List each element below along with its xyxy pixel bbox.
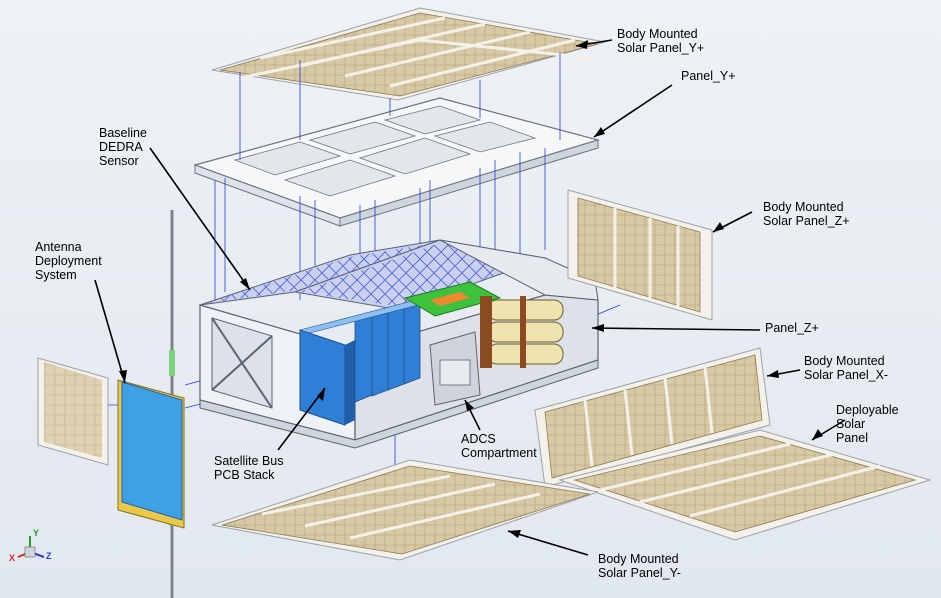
label-body-solar-panel-x-minus: Body Mounted Solar Panel_X-: [804, 354, 889, 382]
label-panel-z-plus: Panel_Z+: [765, 321, 819, 335]
axis-triad-icon: [17, 536, 45, 558]
axis-z-label: Z: [46, 551, 52, 561]
label-body-solar-panel-z-plus: Body Mounted Solar Panel_Z+: [763, 200, 850, 228]
label-deployable-solar-panel: Deployable Solar Panel: [836, 403, 899, 445]
deployable-solar-panel: [558, 429, 932, 541]
antenna-deployment: [117, 210, 185, 598]
solar-panel-x-minus: [534, 347, 771, 488]
axis-y-label: Y: [33, 528, 40, 538]
solar-panel-x-plus: [37, 357, 109, 466]
label-body-solar-panel-y-minus: Body Mounted Solar Panel_Y-: [598, 552, 681, 580]
adcs-unit: [429, 331, 481, 406]
arrow-heads: [119, 40, 823, 538]
label-body-solar-panel-y-plus: Body Mounted Solar Panel_Y+: [617, 27, 705, 55]
satellite-bus: [199, 239, 599, 449]
label-adcs-compartment: ADCS Compartment: [461, 432, 537, 460]
label-antenna-deployment: Antenna Deployment System: [35, 240, 102, 282]
solar-panel-z-plus: [567, 189, 713, 321]
panel-y-plus-frame: [193, 97, 601, 227]
battery-pack: [480, 296, 564, 368]
label-panel-y-plus: Panel_Y+: [681, 69, 736, 83]
axis-x-label: X: [9, 553, 16, 563]
label-dedra-sensor: Baseline DEDRA Sensor: [99, 126, 147, 168]
solar-panel-y-minus: [211, 459, 599, 561]
label-satellite-bus-pcb: Satellite Bus PCB Stack: [214, 454, 284, 482]
